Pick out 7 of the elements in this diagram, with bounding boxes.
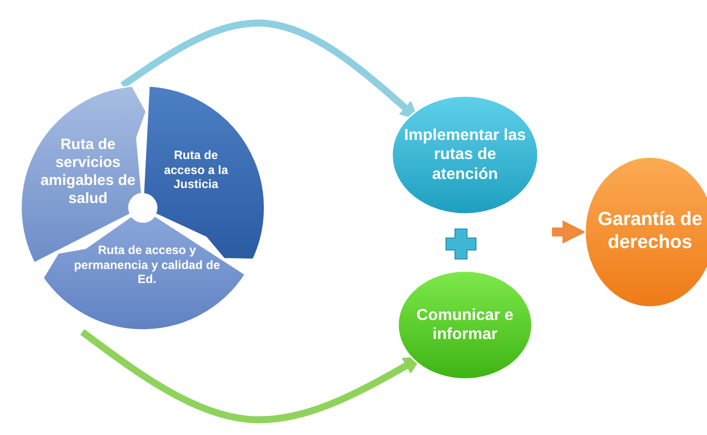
node-label: Ruta de acceso a la Justicia bbox=[162, 148, 230, 192]
node-label: Comunicar e informar bbox=[416, 306, 514, 344]
node-label: Ruta de servicios amigables de salud bbox=[40, 136, 136, 208]
node-label: Garantía de derechos bbox=[596, 209, 704, 255]
node-label: Implementar las rutas de atención bbox=[403, 126, 527, 184]
node-label: Ruta de acceso y permanencia y calidad de Ed. bbox=[72, 243, 222, 287]
arrow bbox=[552, 220, 586, 244]
